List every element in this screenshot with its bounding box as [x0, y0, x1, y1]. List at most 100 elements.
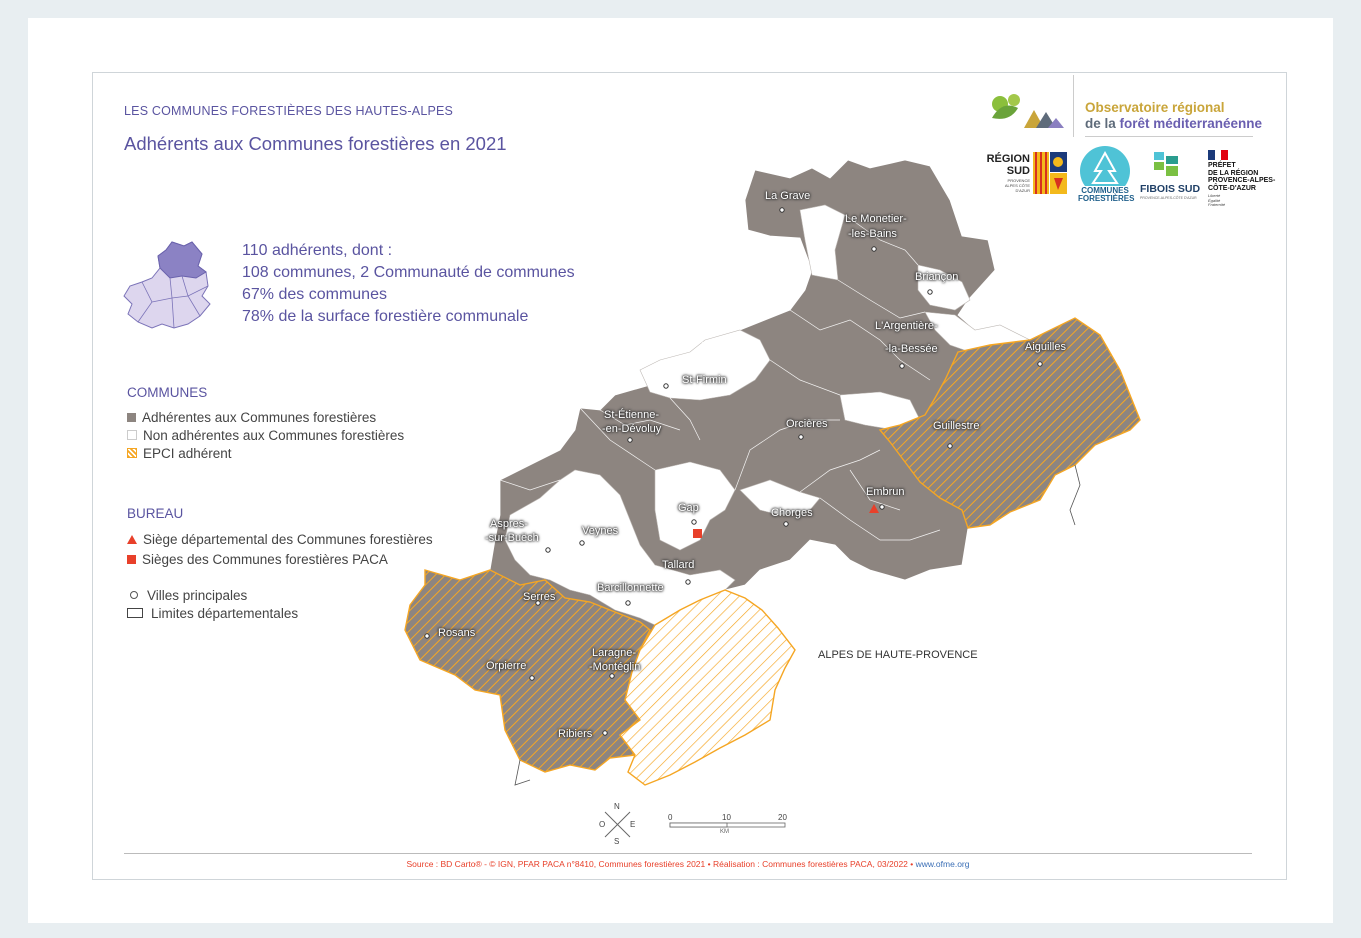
city-label: -en-Dévoluy: [602, 423, 662, 435]
city-label: Guillestre: [933, 420, 980, 432]
legend-label-siege-dep: Siège départemental des Communes foresti…: [143, 532, 433, 547]
compass-n: N: [614, 802, 620, 811]
commune-boundaries: [494, 214, 941, 546]
city-label: St-Firmin: [682, 374, 727, 386]
city-label: Orpierre: [486, 660, 527, 672]
epci-north-east: [878, 317, 1141, 529]
fibois-logo-icon: [1154, 152, 1178, 176]
city-label: Orcières: [786, 418, 828, 430]
legend-item-non-adherentes: Non adhérentes aux Communes forestières: [127, 427, 404, 445]
legend-communes-title: COMMUNES: [127, 385, 208, 400]
paca-locator-map: [123, 241, 211, 329]
city-label: Aiguilles: [1025, 341, 1066, 353]
city-label: Serres: [523, 591, 556, 603]
city-label: Embrun: [866, 486, 905, 498]
city-label: St-Étienne-: [604, 409, 660, 421]
square-icon: [127, 555, 136, 564]
prefet-block: PRÉFET DE LA RÉGION PROVENCE-ALPES- CÔTE…: [1208, 162, 1275, 192]
legend-bureau-title: BUREAU: [127, 506, 184, 521]
neighbor-department-label: ALPES DE HAUTE-PROVENCE: [818, 649, 978, 661]
city-label: L'Argentière-: [875, 320, 938, 332]
legend-item-siege-dep: Siège départemental des Communes foresti…: [127, 530, 433, 550]
prefet-line2: DE LA RÉGION: [1208, 169, 1259, 177]
footer-rule: [124, 853, 1252, 854]
scale-tick-20: 20: [778, 813, 787, 822]
city-label: Veynes: [582, 525, 619, 537]
prefet-motto-liberte: Liberté: [1208, 193, 1221, 198]
observatoire-line1: Observatoire régional: [1085, 100, 1225, 115]
neighbor-boundaries: [514, 464, 1081, 786]
legend-item-villes: Villes principales: [127, 587, 298, 605]
non-adherent-swatch: [127, 430, 137, 440]
city-dots: [424, 207, 1043, 736]
scale-bar: [669, 822, 786, 828]
city-label: -les-Bains: [848, 228, 897, 240]
legend-item-epci: EPCI adhérent: [127, 445, 404, 463]
legend-bureau-list: Siège départemental des Communes foresti…: [127, 530, 433, 570]
city-label: -la-Bessée: [885, 343, 938, 355]
source-credit: Source : BD Carto® - © IGN, PFAR PACA n°…: [124, 859, 1252, 869]
city-label: Gap: [678, 502, 699, 514]
stats-block: 110 adhérents, dont : 108 communes, 2 Co…: [242, 240, 575, 328]
city-label: Briançon: [915, 271, 959, 283]
legend-label-sieges-paca: Sièges des Communes forestières PACA: [142, 552, 388, 567]
observatoire-line2b: forêt méditerranéenne: [1119, 116, 1263, 131]
map-title: Adhérents aux Communes forestières en 20…: [124, 133, 507, 154]
compass-o: O: [599, 820, 606, 829]
prefet-motto-fraternite: Fraternité: [1208, 202, 1226, 207]
observatoire-line2: de la forêt méditerranéenne: [1085, 116, 1262, 131]
ofme-forest-logo: [992, 94, 1064, 128]
city-label: -sur-Buëch: [485, 532, 539, 544]
cofor-line1: COMMUNES: [1078, 186, 1132, 195]
stats-line-adherents: 110 adhérents, dont :: [242, 242, 393, 259]
siege-paca-marker: [693, 529, 702, 538]
legend-item-sieges-paca: Sièges des Communes forestières PACA: [127, 550, 433, 570]
city-label: Chorges: [771, 507, 813, 519]
legend-label-villes: Villes principales: [147, 588, 248, 603]
city-label: Le Monetier-: [845, 213, 907, 225]
city-label: Aspres-: [490, 518, 528, 530]
city-label: -Montéglin: [589, 661, 641, 673]
city-dot-icon: [130, 591, 138, 599]
map-supertitle: LES COMMUNES FORESTIÈRES DES HAUTES-ALPE…: [124, 104, 454, 118]
region-line1: RÉGION: [986, 153, 1030, 165]
legend-other-list: Villes principales Limites départemental…: [127, 587, 298, 623]
logo-underline: [1085, 136, 1253, 137]
legend-item-limites: Limites départementales: [127, 605, 298, 623]
logo-divider: [1073, 75, 1074, 137]
epci-alpes-haute-provence: [619, 589, 796, 786]
ofme-link[interactable]: www.ofme.org: [915, 859, 970, 869]
communes-forestieres-logo-icon: [1080, 146, 1130, 196]
scale-tick-0: 0: [668, 813, 673, 822]
source-text: Source : BD Carto® - © IGN, PFAR PACA n°…: [406, 859, 916, 869]
city-label: Laragne-: [592, 647, 637, 659]
french-flag-icon: [1208, 150, 1228, 160]
stats-line-communes: 108 communes, 2 Communauté de communes: [242, 264, 575, 281]
legend-label-non-adherentes: Non adhérentes aux Communes forestières: [143, 428, 405, 443]
cofor-line2: FORESTIÈRES: [1078, 194, 1135, 203]
compass-e: E: [630, 820, 636, 829]
legend-communes-list: Adhérentes aux Communes forestières Non …: [127, 409, 404, 463]
region-sub: PROVENCE ALPES CÔTE D'AZUR: [1004, 178, 1030, 193]
legend-label-epci: EPCI adhérent: [143, 446, 232, 461]
non-adherent-zones: [504, 204, 1031, 626]
scale-tick-10: 10: [722, 813, 731, 822]
prefet-motto-egalite: Égalité: [1208, 197, 1221, 203]
observatoire-line2a: de la: [1085, 116, 1120, 131]
stats-line-percent-communes: 67% des communes: [242, 286, 387, 303]
prefet-line1: PRÉFET: [1208, 162, 1236, 169]
stats-line-percent-surface: 78% de la surface forestière communale: [242, 308, 529, 325]
fibois-name: FIBOIS SUD: [1140, 183, 1201, 195]
city-label: Ribiers: [558, 728, 593, 740]
compass-rose: [604, 811, 631, 838]
city-label: La Grave: [765, 190, 811, 202]
city-label: Rosans: [438, 627, 476, 639]
city-label: Tallard: [662, 559, 695, 571]
fibois-sub: PROVENCE-ALPES-CÔTE D'AZUR: [1140, 196, 1197, 200]
triangle-icon: [127, 535, 137, 544]
boundary-rect-icon: [127, 608, 143, 618]
prefet-motto: Liberté Égalité Fraternité: [1208, 193, 1226, 208]
prefet-line3: PROVENCE-ALPES-: [1208, 177, 1276, 184]
epci-swatch: [127, 448, 137, 458]
